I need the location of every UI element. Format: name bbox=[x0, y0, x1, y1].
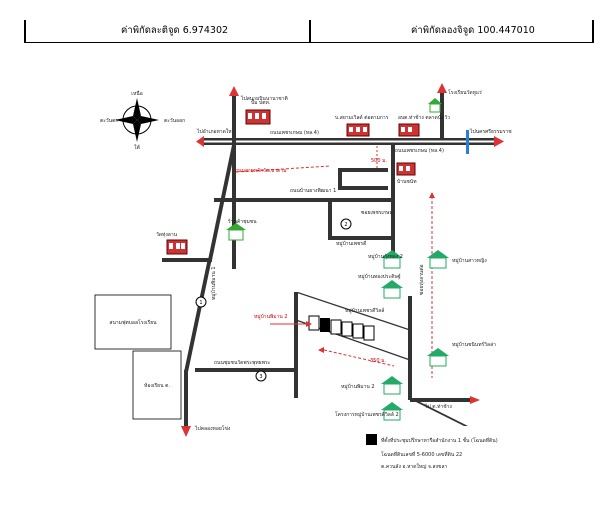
mid-road bbox=[214, 198, 393, 202]
road-marker-3 bbox=[255, 370, 267, 382]
svg-text:2: 2 bbox=[344, 222, 347, 228]
distance-3-label: 350 ม. bbox=[370, 358, 386, 364]
village-h-label: โครงการหมู่บ้านเพชรดีวิลล์ 2 bbox=[335, 411, 399, 418]
mosque-top-left-label: ปั๊ม ปตท. bbox=[251, 98, 271, 106]
sub-road-label: ซอยเพชรเกษม bbox=[361, 210, 393, 216]
to-airport-label: ไปสนามบินนานาชาติ bbox=[240, 95, 288, 102]
svg-text:1: 1 bbox=[199, 300, 202, 306]
side-road-1-label: ถนนสายหลักวัดเขาตาม bbox=[235, 168, 286, 174]
compass-icon: เหนือ ใต้ ตะวันออก ตะวันตก bbox=[100, 90, 185, 151]
distance-1-label: 500 ม. bbox=[371, 158, 387, 164]
legend-line-2: โฉนดที่ดินเลขที่ 5-6000 เลขที่ดิน 22 bbox=[381, 451, 462, 458]
compass-south: ใต้ bbox=[134, 144, 140, 151]
location-map: เหนือ ใต้ ตะวันออก ตะวันตก ถนนเพชรเกษม (… bbox=[0, 60, 609, 500]
legend-line-3: ต.ควนลัง อ.หาดใหญ่ จ.สงขลา bbox=[381, 463, 448, 470]
village-a-label: หมู่บ้านเพชรดี bbox=[336, 240, 366, 247]
building-pink-icon bbox=[346, 123, 370, 137]
legend-marker bbox=[366, 434, 377, 445]
compass-west: ตะวันตก bbox=[100, 118, 118, 124]
market-right-label: บ้านชนัท bbox=[397, 178, 417, 185]
field-label: สนามฟุตบอลโรงเรียน bbox=[109, 319, 157, 326]
coordinate-header: ค่าพิกัดละติจูด 6.974302 ค่าพิกัดลองจิจู… bbox=[24, 20, 594, 43]
station-icon bbox=[226, 223, 246, 241]
village-f-label: หมู่บ้านชนินทร์วิลล่า bbox=[452, 341, 496, 348]
left-branch-road bbox=[162, 258, 212, 262]
house-icon-2 bbox=[427, 250, 449, 269]
football-field bbox=[94, 294, 172, 350]
legend-marker-label: ที่ตั้งที่ประชุมปรึกษาหารือสำนักงาน 1 ชั… bbox=[381, 435, 498, 444]
house-icon-5 bbox=[381, 376, 403, 395]
to-khlong-hoi-khong-label: ไปคลองหอยโข่ง bbox=[194, 425, 231, 432]
bottom-roads bbox=[195, 292, 468, 426]
building-pink-label: บ.สยามเวิลด์ ต่อตามการ bbox=[335, 114, 389, 121]
project-box-label: ห้องเรียน ต. bbox=[144, 382, 170, 389]
mosque-top-left-icon bbox=[245, 109, 271, 125]
legend: ที่ตั้งที่ประชุมปรึกษาหารือสำนักงาน 1 ชั… bbox=[366, 434, 498, 470]
temple-top-right-icon bbox=[428, 98, 442, 113]
village-d2-label: หมู่บ้านพิมาน 2 bbox=[341, 383, 375, 390]
side-road-1-line bbox=[235, 165, 331, 173]
temple-road-label: โรงเรียนวัดหูแร่ bbox=[448, 89, 482, 96]
house-icon-1 bbox=[381, 250, 403, 269]
distance-line-3 bbox=[323, 349, 395, 367]
blue-marker bbox=[466, 130, 469, 154]
community-road-label: ถนนชุมชนวัดพระพุทธพระ bbox=[214, 360, 271, 366]
header-divider bbox=[309, 20, 311, 42]
village-b-label: หมู่บ้านเพชรดีวิลล์ bbox=[345, 307, 384, 314]
wat-left-label: วัดทุ่งลาน bbox=[156, 232, 178, 238]
village-e-label: หมู่บ้านสาวหญิง bbox=[452, 257, 487, 264]
diagonal-road: ไปคลองหอยโข่ง bbox=[181, 145, 236, 437]
latitude-label: ค่าพิกัดละติจูด 6.974302 bbox=[121, 25, 229, 36]
side-road-2-label: ถนนบ้านยางพิฒนา 1 bbox=[290, 187, 336, 194]
loop-roads: 2 bbox=[328, 168, 395, 240]
compass-east: ตะวันออก bbox=[164, 118, 185, 124]
bottom-right-label: ไป ต.ท่าช้าง bbox=[424, 403, 452, 410]
north-road: ไปสนามบินนานาชาติ bbox=[229, 86, 288, 269]
school-top-label: อบต.ท่าช้าง ตลาดนัดวัว bbox=[398, 114, 450, 121]
village-c-label: หมู่บ้านกุ้งทอง 2 bbox=[368, 253, 403, 260]
highway-label-2: ถนนเพชรเกษม (ทล.4) bbox=[395, 148, 444, 154]
village-g-label: หมู่บ้านทองประดิษฐ์ bbox=[358, 273, 401, 280]
project-buildings bbox=[308, 315, 375, 341]
wat-left-icon bbox=[166, 239, 188, 255]
longitude-label: ค่าพิกัดลองจิจูด 100.447010 bbox=[411, 25, 535, 36]
road-marker-1 bbox=[195, 296, 207, 308]
house-icon-4 bbox=[427, 348, 449, 367]
right-distance-label: ซอยทุ่งลานต่อ bbox=[419, 264, 425, 295]
to-hat-yai-label: ไปอำเภอหาดใหญ่ bbox=[196, 128, 236, 135]
market-right-icon bbox=[396, 162, 416, 176]
school-top-icon bbox=[398, 123, 420, 137]
house-icon-6 bbox=[381, 402, 403, 421]
main-highway: ถนนเพชรเกษม (ทล.4) ถนนเพชรเกษม (ทล.4) ไป… bbox=[196, 128, 512, 154]
project-label: หมู่บ้านพิมาน 2 bbox=[254, 313, 288, 320]
to-nakhon-label: ไปนครศรีธรรมราช bbox=[469, 128, 512, 135]
project-box bbox=[132, 350, 182, 420]
map-svg: เหนือ ใต้ ตะวันออก ตะวันตก ถนนเพชรเกษม (… bbox=[94, 83, 512, 470]
house-icon-3 bbox=[381, 280, 403, 299]
village-road-vertical-label: หมู่บ้านพิมาน 1 bbox=[210, 266, 217, 300]
svg-text:3: 3 bbox=[259, 374, 262, 380]
right-vertical-road: โรงเรียนวัดหูแร่ bbox=[391, 83, 482, 258]
highway-label: ถนนเพชรเกษม (ทล.4) bbox=[270, 130, 319, 136]
station-label: ร้านค้าชุมชน bbox=[228, 218, 257, 225]
compass-north: เหนือ bbox=[131, 90, 142, 97]
